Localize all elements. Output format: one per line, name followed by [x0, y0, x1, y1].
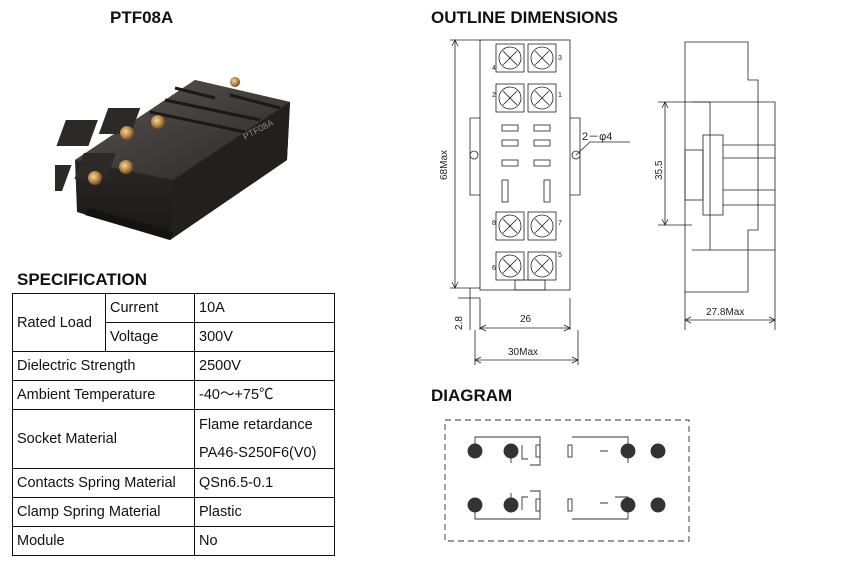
outline-dimensions-title: OUTLINE DIMENSIONS [431, 8, 619, 27]
specification-title: SPECIFICATION [17, 270, 148, 289]
middle-slots [501, 124, 551, 203]
pin-label: 6 [653, 502, 663, 507]
clamp-spring-material-value: Plastic [194, 497, 335, 527]
terminal-number: 4 [492, 65, 496, 72]
socket-material-line-1: Flame retardance [199, 417, 313, 433]
dim-height-label: 68Max [439, 150, 450, 180]
diagram-border [444, 419, 690, 542]
ambient-temperature-value: -40～+75℃ [194, 380, 335, 410]
pin-label: 3 [470, 448, 480, 453]
table-row: Rated Load Current 10A [12, 293, 335, 352]
current-label: Current [105, 293, 195, 323]
table-row: Voltage 300V [13, 322, 335, 352]
table-row: Socket Material Flame retardance PA46-S2… [12, 409, 335, 469]
dim-hole-label: 2－φ4 [582, 131, 612, 143]
pin-label: 2 [506, 502, 516, 507]
terminal-number: 5 [558, 252, 562, 259]
terminal-screws [88, 77, 240, 185]
table-row: Dielectric Strength 2500V [12, 351, 335, 381]
specification-table: Rated Load Current 10A Voltage 300V Diel… [12, 293, 335, 556]
socket-material-value: Flame retardance PA46-S250F6(V0) [194, 409, 335, 469]
dim-side-height-label: 35.5 [654, 160, 665, 180]
table-row: Clamp Spring Material Plastic [12, 497, 335, 527]
dim-width-label: 30Max [508, 347, 538, 358]
terminal-number: 7 [558, 220, 562, 227]
dielectric-strength-value: 2500V [194, 351, 335, 381]
side-view [684, 41, 776, 293]
dim-pitch-label: 26 [520, 314, 532, 325]
bottom-terminals [495, 211, 557, 281]
table-row: Ambient Temperature -40～+75℃ [12, 380, 335, 410]
contacts-spring-material-value: QSn6.5-0.1 [194, 468, 335, 498]
outline-dimensions-drawing: 4 3 2 1 8 7 6 5 68Max 2.8 2－φ4 26 30Max … [439, 39, 776, 365]
pin-label: 8 [623, 502, 633, 507]
pin-label: 5 [653, 448, 663, 453]
dielectric-strength-label: Dielectric Strength [12, 351, 195, 381]
terminal-number: 6 [492, 265, 496, 272]
wiring-diagram: 3 1 7 5 4 2 8 6 [444, 419, 690, 542]
current-value: 10A [194, 293, 335, 323]
socket-material-label: Socket Material [12, 409, 195, 469]
terminal-number: 1 [558, 92, 562, 99]
terminal-number: 8 [492, 220, 496, 227]
pin-label: 1 [506, 448, 516, 453]
relay-socket-photo: PTF08A [55, 77, 290, 240]
table-row: Module No [12, 526, 335, 556]
product-title: PTF08A [110, 8, 174, 27]
ambient-temperature-label: Ambient Temperature [12, 380, 195, 410]
clamp-spring-material-label: Clamp Spring Material [12, 497, 195, 527]
voltage-label: Voltage [105, 322, 195, 352]
front-view-outline [479, 39, 571, 291]
contacts-spring-material-label: Contacts Spring Material [12, 468, 195, 498]
module-value: No [194, 526, 335, 556]
dim-bottom-offset-label: 2.8 [454, 316, 465, 330]
terminal-number: 3 [558, 55, 562, 62]
diagram-title: DIAGRAM [431, 386, 513, 405]
dim-depth-label: 27.8Max [706, 307, 744, 318]
terminal-number: 2 [492, 92, 496, 99]
top-terminals [495, 43, 557, 113]
pin-label: 7 [623, 448, 633, 453]
voltage-value: 300V [194, 322, 335, 352]
table-row: Contacts Spring Material QSn6.5-0.1 [12, 468, 335, 498]
socket-material-line-2: PA46-S250F6(V0) [199, 445, 317, 461]
rated-load-label: Rated Load [12, 293, 106, 352]
module-label: Module [12, 526, 195, 556]
pin-label: 4 [470, 502, 480, 507]
